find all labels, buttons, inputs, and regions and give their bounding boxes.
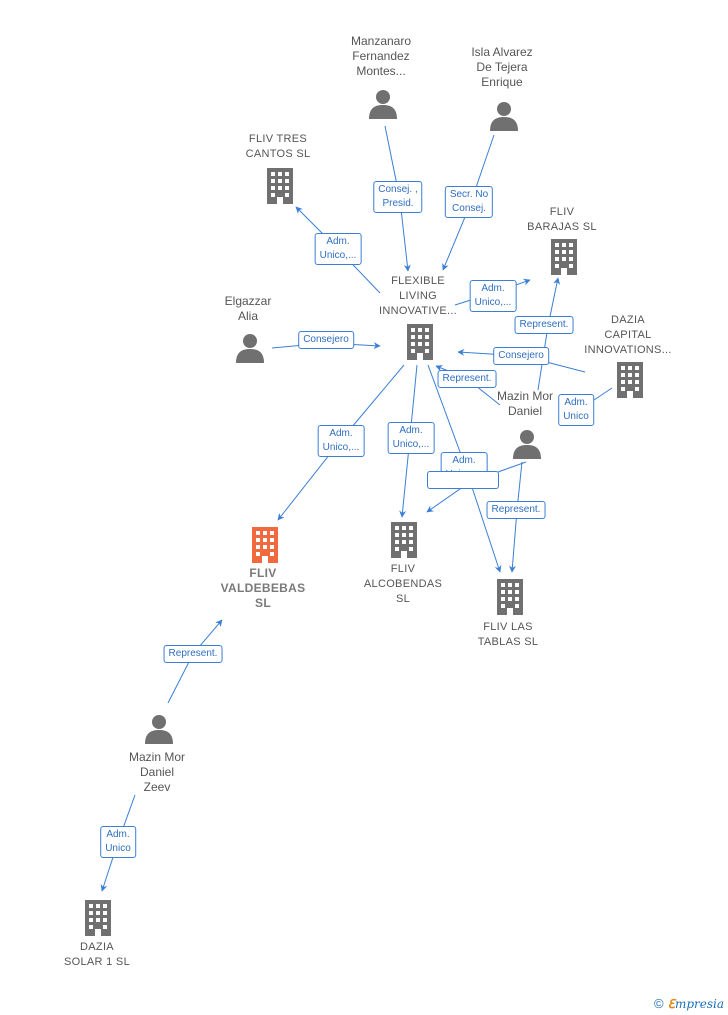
node-label-elgazzar[interactable]: Elgazzar Alia: [224, 294, 272, 323]
node-label-flexible[interactable]: FLEXIBLE LIVING INNOVATIVE...: [378, 275, 458, 317]
node-label-dazia-solar[interactable]: DAZIA SOLAR 1 SL: [64, 941, 130, 968]
person-icon-isla[interactable]: [490, 102, 518, 131]
relation-label-e9[interactable]: Adm. Unico: [558, 394, 594, 426]
relation-label-e10[interactable]: Adm. Unico,...: [317, 425, 365, 457]
relation-label-e4[interactable]: Adm. Unico,...: [469, 280, 517, 312]
relation-label-e2[interactable]: Secr. No Consej.: [444, 186, 494, 218]
relation-label-e6[interactable]: Consejero: [298, 331, 354, 349]
node-label-las-tablas[interactable]: FLIV LAS TABLAS SL: [477, 621, 539, 648]
node-label-mazin2[interactable]: Mazin Mor Daniel Zeev: [128, 750, 186, 794]
person-icon-mazin1[interactable]: [513, 430, 541, 459]
relation-label-e14[interactable]: Represent.: [486, 501, 546, 519]
person-icon-manzanaro[interactable]: [369, 90, 397, 119]
building-icon-flexible[interactable]: [407, 324, 433, 360]
brand-logo-letter: ℇ: [667, 997, 675, 1011]
brand-footer: ©ℇmpresia: [654, 996, 724, 1011]
building-icon-las-tablas[interactable]: [497, 579, 523, 615]
relation-label-e3[interactable]: Adm. Unico,...: [314, 233, 362, 265]
relation-label-e11[interactable]: Adm. Unico,...: [387, 422, 435, 454]
building-icon-valdebebas[interactable]: [252, 527, 278, 563]
node-label-barajas[interactable]: FLIV BARAJAS SL: [527, 206, 597, 233]
relation-label-e1[interactable]: Consej. , Presid.: [373, 181, 423, 213]
building-icon-tres-cantos[interactable]: [267, 168, 293, 204]
relation-label-e5[interactable]: Represent.: [514, 316, 574, 334]
person-icon-mazin2[interactable]: [145, 715, 173, 744]
node-label-isla[interactable]: Isla Alvarez De Tejera Enrique: [471, 45, 533, 89]
relation-label-e15[interactable]: Represent.: [163, 645, 223, 663]
building-icon-dazia-solar[interactable]: [85, 900, 111, 936]
relation-label-e8[interactable]: Represent.: [437, 370, 497, 388]
node-label-manzanaro[interactable]: Manzanaro Fernandez Montes...: [350, 34, 412, 78]
building-icon-dazia-capital[interactable]: [617, 362, 643, 398]
person-icon-elgazzar[interactable]: [236, 334, 264, 363]
node-label-valdebebas[interactable]: FLIV VALDEBEBAS SL: [220, 566, 306, 610]
relation-label-e13[interactable]: [427, 471, 499, 489]
relation-arrow-e5: [537, 277, 561, 391]
node-label-dazia-capital[interactable]: DAZIA CAPITAL INNOVATIONS...: [584, 314, 672, 356]
brand-name: mpresia: [674, 997, 724, 1011]
node-label-alcobendas[interactable]: FLIV ALCOBENDAS SL: [363, 563, 443, 605]
relation-label-e16[interactable]: Adm. Unico: [100, 826, 136, 858]
node-label-mazin1[interactable]: Mazin Mor Daniel: [496, 389, 554, 418]
copyright-icon: ©: [653, 996, 664, 1011]
building-icon-barajas[interactable]: [551, 239, 577, 275]
relation-label-e7[interactable]: Consejero: [493, 347, 549, 365]
building-icon-alcobendas[interactable]: [391, 522, 417, 558]
node-label-tres-cantos[interactable]: FLIV TRES CANTOS SL: [245, 133, 311, 160]
